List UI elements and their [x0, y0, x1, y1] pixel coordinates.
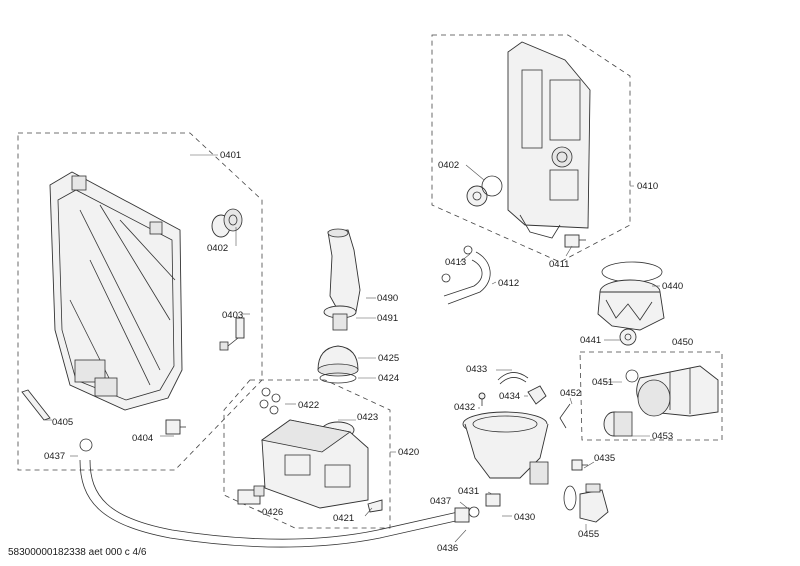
label-0437-right: 0437	[430, 496, 451, 507]
label-0404: 0404	[132, 433, 153, 444]
label-0402-right: 0402	[438, 160, 459, 171]
label-0413: 0413	[445, 257, 466, 268]
group-0455-drain-pump	[559, 397, 609, 530]
label-0411: 0411	[549, 259, 569, 270]
label-0425: 0425	[378, 353, 399, 364]
label-0421: 0421	[333, 513, 354, 524]
label-0455: 0455	[578, 529, 599, 540]
group-0420-water-softener	[223, 379, 396, 529]
part-labels: 0401 0402 0403 0404 0405 0437 0490 0491 …	[44, 150, 693, 554]
label-0490: 0490	[377, 293, 398, 304]
label-0412: 0412	[498, 278, 519, 289]
label-0436: 0436	[437, 543, 458, 554]
label-0402: 0402	[207, 243, 228, 254]
label-0405: 0405	[52, 417, 73, 428]
label-0432: 0432	[454, 402, 475, 413]
group-drain-hose	[70, 438, 480, 548]
group-center-parts	[317, 228, 376, 384]
label-0431: 0431	[458, 486, 479, 497]
label-0434: 0434	[499, 391, 520, 402]
group-0440-heater	[597, 261, 665, 346]
label-0491: 0491	[377, 313, 398, 324]
label-0441: 0441	[580, 335, 601, 346]
label-0401: 0401	[220, 150, 241, 161]
label-0433: 0433	[466, 364, 487, 375]
label-0420: 0420	[398, 447, 419, 458]
group-0412-hose	[441, 245, 497, 305]
label-0437: 0437	[44, 451, 65, 462]
label-0440: 0440	[662, 281, 683, 292]
document-footer: 58300000182338 aet 000 c 4/6	[8, 547, 147, 558]
label-0451: 0451	[592, 377, 613, 388]
label-0423: 0423	[357, 412, 378, 423]
group-0430-sump	[462, 369, 549, 517]
label-0452: 0452	[560, 388, 581, 399]
label-0435: 0435	[594, 453, 615, 464]
label-0453: 0453	[652, 431, 673, 442]
label-0410: 0410	[637, 181, 658, 192]
group-0401-side-panel	[17, 132, 263, 471]
label-0450: 0450	[672, 337, 693, 348]
label-0403: 0403	[222, 310, 243, 321]
label-0422: 0422	[298, 400, 319, 411]
label-0430: 0430	[514, 512, 535, 523]
group-0450-circulation-pump	[579, 351, 723, 441]
group-0410-air-break	[431, 34, 634, 263]
label-0426: 0426	[262, 507, 283, 518]
label-0424: 0424	[378, 373, 399, 384]
